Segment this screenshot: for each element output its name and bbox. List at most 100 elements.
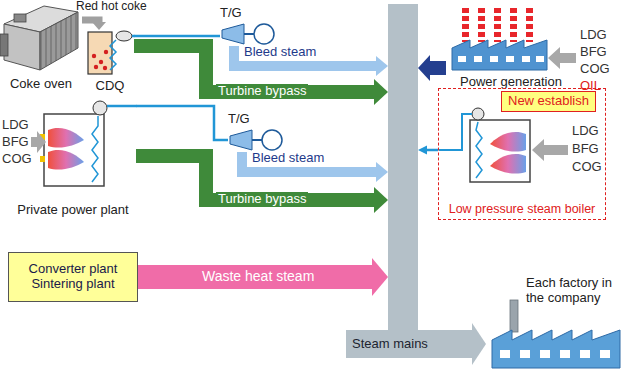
connector-line: [138, 265, 373, 289]
turbine-generator-symbol: [222, 24, 274, 44]
cdq-vessel-illustration: [110, 40, 116, 70]
waste-heat-arrow: [138, 258, 388, 296]
arrow-head: [372, 258, 388, 296]
arrow-head: [374, 79, 388, 105]
turbine-bypass-arrow: [134, 46, 388, 105]
fuel-label: BFG: [580, 45, 607, 60]
factory-illustration: [560, 350, 570, 358]
factory-illustration: [500, 350, 510, 358]
turbine-generator-symbol: [230, 130, 252, 150]
cdq-vessel-illustration: [99, 60, 103, 64]
fuel-label: LDG: [572, 124, 599, 139]
connector-line: [426, 149, 438, 152]
fuel-arrow: [31, 131, 46, 153]
connector-label: Turbine bypass: [216, 84, 308, 99]
boiler-illustration: [40, 101, 137, 186]
turbine-generator-symbol: [252, 139, 262, 141]
fuel-label: COG: [572, 160, 602, 175]
boiler-illustration: [40, 156, 45, 162]
fuel-arrow: [532, 139, 568, 161]
coke-arrow: [82, 20, 106, 30]
arrow-head: [376, 162, 388, 182]
power-plant-illustration: [506, 56, 514, 62]
factory-illustration: [580, 350, 590, 358]
node-label: Sintering plant: [31, 277, 114, 292]
new-establish-tag: New establish: [501, 91, 596, 112]
turbine-generator-symbol: [254, 24, 274, 44]
node-label: Private power plant: [17, 203, 128, 218]
coke-oven-illustration: [14, 14, 26, 22]
fuel-arrow: [31, 131, 46, 153]
connector-label: Bleed steam: [242, 45, 318, 60]
cdq-unit: CDQ: [86, 30, 134, 94]
bleed-steam-arrow: [242, 152, 388, 182]
connector-label: Waste heat steam: [200, 268, 316, 284]
power-plant-illustration: [510, 8, 517, 42]
node-label: CDQ: [96, 79, 125, 94]
turbine-generator: T/G: [228, 112, 290, 152]
boiler-illustration: [48, 150, 84, 170]
power-plant-illustration: [462, 8, 469, 42]
turbine-generator-symbol: [244, 33, 254, 35]
steam-pipe-arrow: [418, 146, 438, 155]
node-label: Steam mains: [350, 336, 430, 353]
power-supply-arrow: [418, 55, 446, 81]
power-plant-illustration: [452, 8, 547, 70]
low-pressure-boiler-illustration: [439, 108, 530, 182]
fuel-label: LDG: [2, 118, 29, 133]
arrow-head: [92, 22, 106, 30]
connector-line: [429, 61, 446, 75]
low-pressure-boiler-illustration: [476, 122, 482, 178]
coke-oven: Coke oven: [0, 0, 82, 92]
low-pressure-boiler-illustration: [470, 120, 530, 182]
cdq-vessel-illustration: [104, 50, 108, 54]
power-plant-illustration: [490, 56, 498, 62]
low-pressure-boiler-illustration: [472, 108, 484, 120]
node-label: Coke oven: [10, 77, 72, 92]
low-pressure-boiler-illustration: [490, 132, 526, 152]
factory-illustration: [520, 350, 530, 358]
fuel-label: BFG: [2, 135, 29, 150]
arrow-head: [418, 146, 427, 155]
node-label: T/G: [228, 112, 250, 127]
arrow-head: [374, 187, 388, 213]
turbine-generator: T/G: [220, 6, 282, 46]
fuel-label: LDG: [580, 28, 607, 43]
factory-destination: Each factory in the company: [486, 276, 626, 372]
arrow-head: [376, 56, 388, 76]
fuel-arrow: [548, 47, 576, 69]
boiler-illustration: [44, 114, 104, 186]
boiler-illustration: [92, 116, 98, 182]
connector-line: [134, 35, 220, 38]
connector-label: Turbine bypass: [216, 192, 308, 207]
steam-mains-bar: Steam mains: [388, 4, 418, 358]
connector-label: Bleed steam: [250, 151, 326, 166]
boiler-illustration: [93, 101, 107, 115]
factory-illustration: [540, 350, 550, 358]
cdq-vessel-illustration: [88, 32, 112, 74]
power-plant-illustration: [526, 8, 533, 42]
node-label: New establish: [508, 94, 589, 109]
low-pressure-boiler-illustration: [490, 154, 526, 174]
node-label: T/G: [220, 6, 242, 21]
coke-oven-illustration: [4, 24, 40, 70]
node-label: Converter plant: [29, 262, 118, 277]
fuel-label: COG: [580, 62, 610, 77]
connector-line: [136, 106, 228, 140]
factory-illustration: [492, 330, 620, 368]
turbine-generator-symbol: [230, 130, 282, 150]
power-plant-illustration: [452, 40, 547, 70]
power-plant-illustration: [458, 56, 466, 62]
power-plant-illustration: [474, 56, 482, 62]
connector-line: [234, 46, 377, 66]
cdq-vessel-illustration: [116, 31, 132, 41]
fuel-arrow: [532, 139, 568, 161]
cdq-vessel-illustration: [88, 31, 135, 74]
fuel-label: OIL: [580, 79, 601, 94]
fuel-label: COG: [2, 152, 32, 167]
boiler-illustration: [107, 105, 137, 108]
steam-pipe: [136, 106, 228, 140]
cdq-vessel-illustration: [103, 66, 107, 70]
source-plant-box: Converter plantSintering plant: [8, 252, 138, 302]
